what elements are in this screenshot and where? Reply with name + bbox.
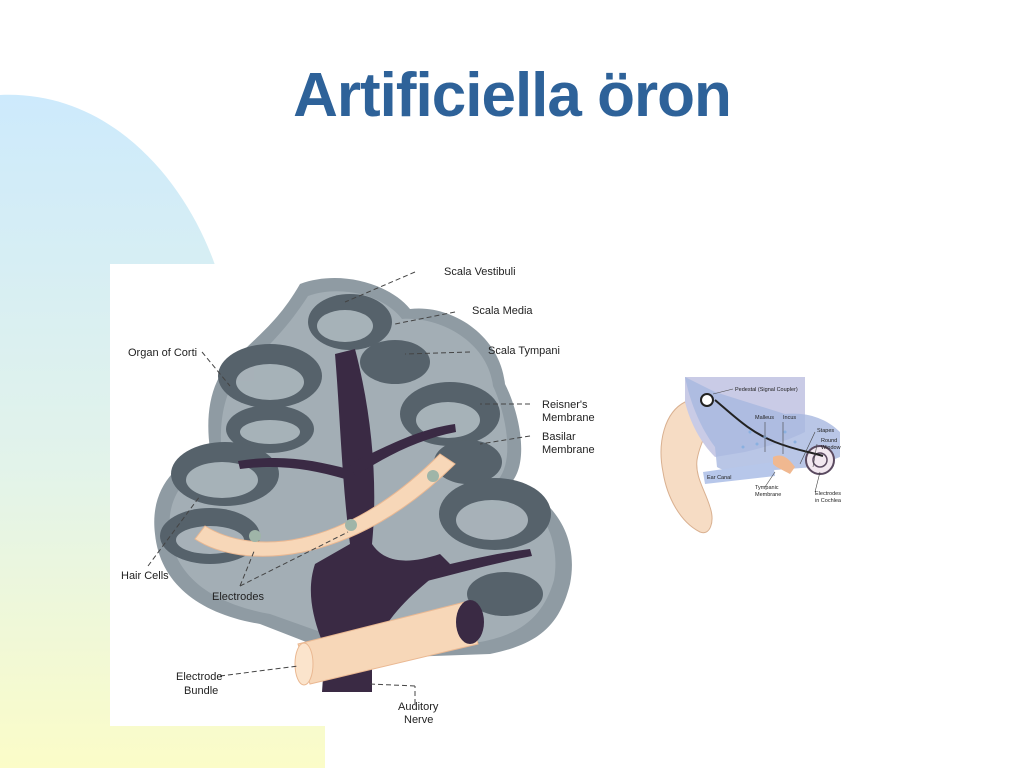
svg-text:Membrane: Membrane bbox=[542, 444, 595, 456]
svg-text:Window: Window bbox=[821, 445, 841, 451]
label-stapes: Stapes bbox=[817, 428, 834, 434]
electrode-contact bbox=[427, 470, 439, 482]
label-electrodes-in-cochlea: Electrodes bbox=[815, 491, 841, 497]
slide-title: Artificiella öron bbox=[293, 61, 732, 130]
electrode-array-shape bbox=[194, 453, 456, 557]
svg-text:Membrane: Membrane bbox=[755, 492, 781, 498]
label-scala-vestibuli: Scala Vestibuli bbox=[444, 266, 516, 278]
svg-text:Nerve: Nerve bbox=[404, 714, 433, 726]
label-incus: Incus bbox=[783, 415, 796, 421]
label-tympanic-membrane: Tympanic bbox=[755, 485, 779, 491]
label-scala-media: Scala Media bbox=[472, 305, 533, 317]
label-auditory-nerve: Auditory bbox=[398, 701, 439, 713]
svg-text:Membrane: Membrane bbox=[542, 412, 595, 424]
label-electrode-bundle: Electrode bbox=[176, 671, 222, 683]
auditory-nerve-shape bbox=[310, 349, 450, 692]
label-reisners-membrane: Reisner's bbox=[542, 399, 588, 411]
label-basilar-membrane: Basilar bbox=[542, 431, 576, 443]
electrode-contact bbox=[345, 519, 357, 531]
pedestal-shape bbox=[700, 393, 714, 407]
cochlea-cross-section-diagram: Scala Vestibuli Scala Media Scala Tympan… bbox=[110, 264, 610, 726]
ear-canal-shape bbox=[703, 462, 775, 484]
label-ear-canal: Ear Canal bbox=[707, 475, 731, 481]
label-electrodes: Electrodes bbox=[212, 591, 264, 603]
implant-wire bbox=[714, 399, 824, 457]
label-malleus: Malleus bbox=[755, 415, 774, 421]
svg-text:in Cochlea: in Cochlea bbox=[815, 498, 842, 504]
label-scala-tympani: Scala Tympani bbox=[488, 345, 560, 357]
electrode-contact bbox=[249, 530, 261, 542]
label-pedestal: Pedestal (Signal Coupler) bbox=[735, 387, 798, 393]
svg-text:Bundle: Bundle bbox=[184, 685, 218, 697]
label-round-window: Round bbox=[821, 438, 837, 444]
cochlear-implant-ear-diagram: Pedestal (Signal Coupler) Malleus Incus … bbox=[655, 372, 850, 540]
label-hair-cells: Hair Cells bbox=[121, 570, 169, 582]
ossicles-shape bbox=[773, 455, 795, 474]
label-organ-of-corti: Organ of Corti bbox=[128, 347, 197, 359]
